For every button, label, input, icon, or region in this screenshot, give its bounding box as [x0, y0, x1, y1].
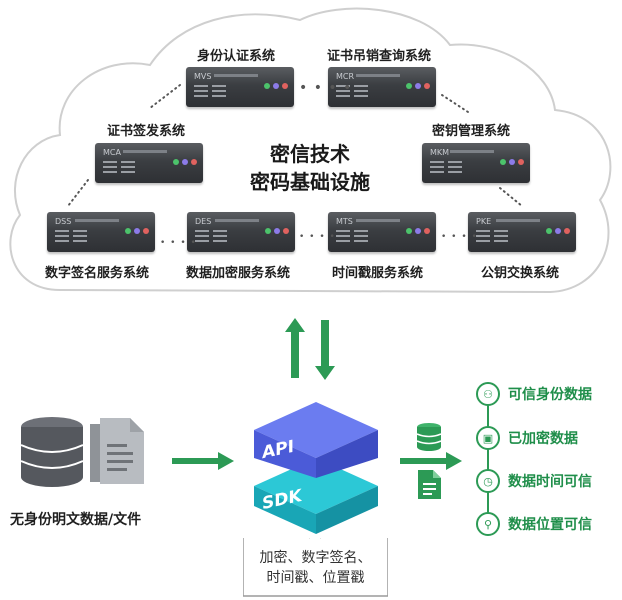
server-mcr: MCR [328, 67, 436, 107]
output-label: 数据时间可信 [508, 474, 592, 490]
server-code: PKE [476, 217, 492, 226]
server-dss: DSS [47, 212, 155, 252]
database-icon [20, 417, 84, 487]
connector-dots: • • • • [441, 232, 478, 242]
server-code: MTS [336, 217, 353, 226]
cloud-title-line2: 密码基础设施 [250, 170, 370, 194]
connector-lines [67, 84, 523, 207]
output-item: ◷ 数据时间可信 [476, 469, 592, 493]
server-code: MCA [103, 148, 121, 157]
server-code: MVS [194, 72, 212, 81]
system-label-mcr: 证书吊销查询系统 [327, 49, 432, 64]
file-green-icon [418, 470, 441, 499]
document-icon [90, 418, 144, 484]
output-label: 数据位置可信 [508, 517, 592, 533]
system-label-mkm: 密钥管理系统 [432, 124, 511, 139]
connector-dots: • • • • [299, 232, 336, 242]
output-item: ⚇ 可信身份数据 [476, 382, 592, 406]
arrow-right-icon [400, 452, 462, 470]
output-item: ⚲ 数据位置可信 [476, 512, 592, 536]
connector-dots: • • • • [299, 80, 353, 96]
system-label-mvs: 身份认证系统 [197, 49, 276, 64]
checklist-line [487, 394, 489, 526]
server-code: MCR [336, 72, 355, 81]
caption-box: 加密、数字签名、 时间戳、位置戳 [243, 538, 388, 598]
plaintext-data-label: 无身份明文数据/文件 [10, 512, 142, 528]
server-code: DSS [55, 217, 72, 226]
lock-icon: ▣ [476, 426, 500, 450]
updown-arrows [285, 318, 335, 380]
location-pin-icon: ⚲ [476, 512, 500, 536]
api-sdk-block [254, 402, 378, 534]
user-icon: ⚇ [476, 382, 500, 406]
system-label-mca: 证书签发系统 [107, 124, 186, 139]
caption-line2: 时间戳、位置戳 [266, 570, 365, 586]
cloud-title: 密信技术 密码基础设施 [210, 140, 410, 196]
server-mts: MTS [328, 212, 436, 252]
server-des: DES [187, 212, 295, 252]
system-label-des: 数据加密服务系统 [186, 266, 291, 281]
database-green-icon [416, 423, 442, 451]
output-label: 已加密数据 [508, 431, 578, 447]
server-mvs: MVS [186, 67, 294, 107]
connector-dots: • • • • [160, 238, 197, 248]
output-label: 可信身份数据 [508, 387, 592, 403]
server-code: DES [195, 217, 212, 226]
cloud-title-line1: 密信技术 [270, 142, 350, 166]
server-mca: MCA [95, 143, 203, 183]
server-code: MKM [430, 148, 450, 157]
system-label-dss: 数字签名服务系统 [45, 266, 150, 281]
output-item: ▣ 已加密数据 [476, 426, 578, 450]
server-mkm: MKM [422, 143, 530, 183]
system-label-pke: 公钥交换系统 [481, 266, 560, 281]
arrow-right-icon [172, 452, 234, 470]
clock-icon: ◷ [476, 469, 500, 493]
caption-line1: 加密、数字签名、 [259, 550, 372, 566]
cloud-shape [9, 7, 612, 294]
system-label-mts: 时间戳服务系统 [332, 266, 424, 281]
server-pke: PKE [468, 212, 576, 252]
